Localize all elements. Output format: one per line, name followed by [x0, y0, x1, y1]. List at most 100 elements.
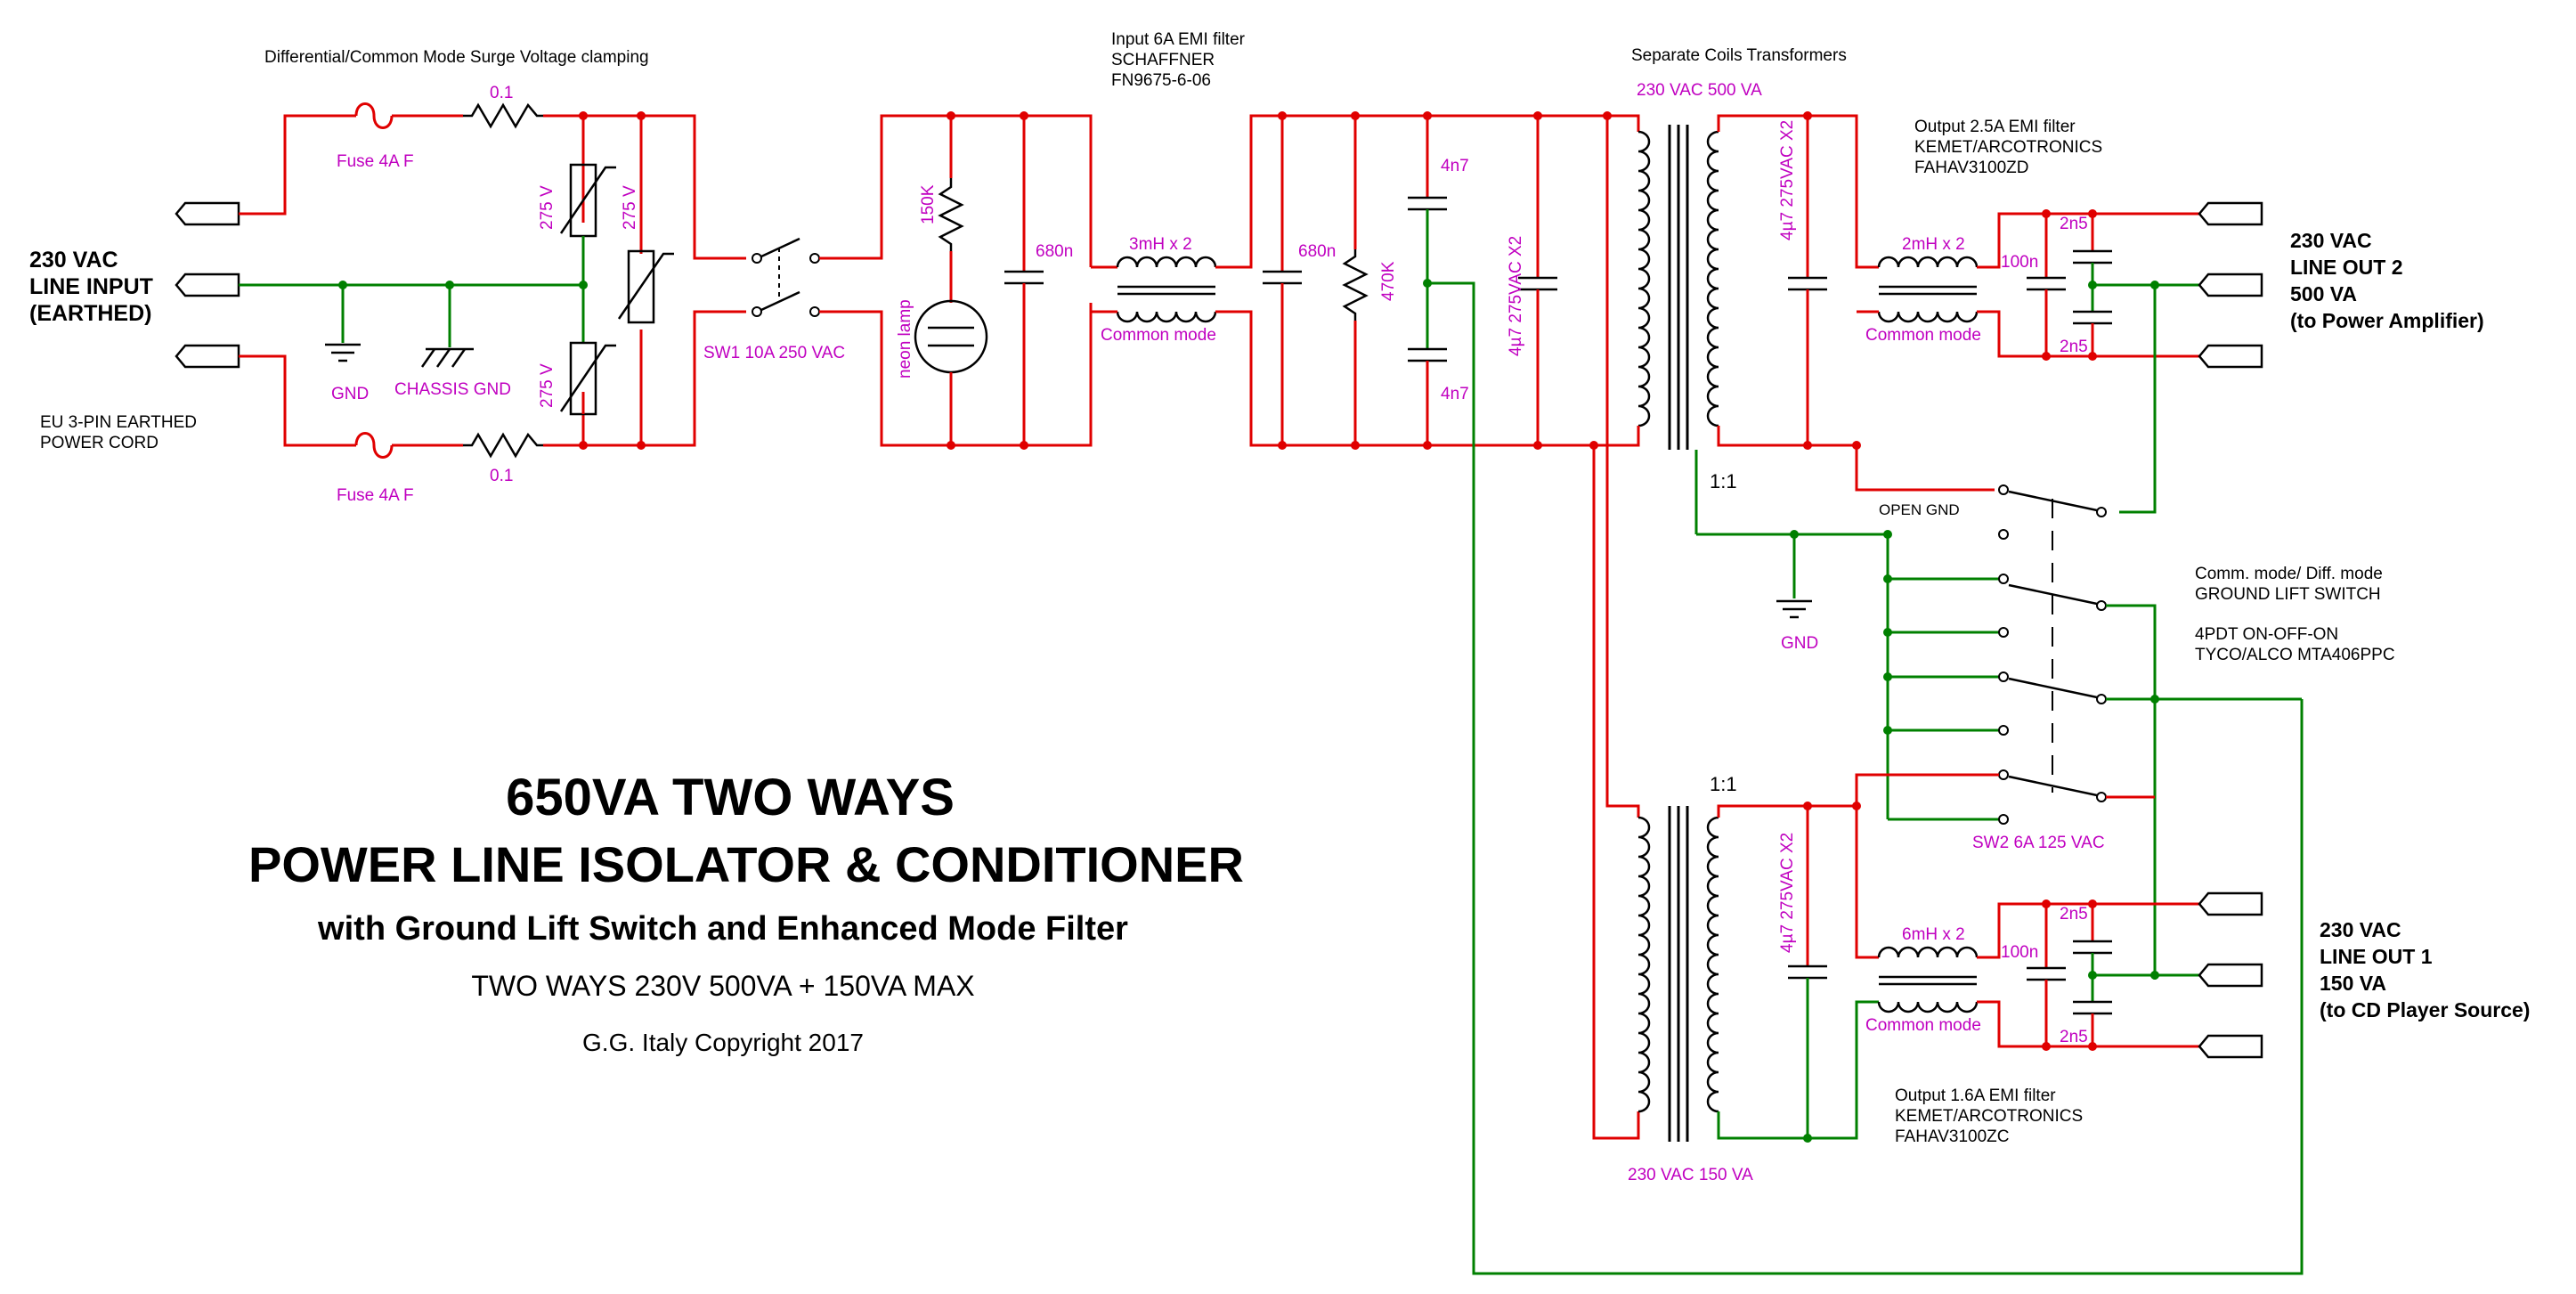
cap100n-out1-label: 100n: [2001, 943, 2038, 962]
cap2n5-out2-bottom: 2n5: [2060, 338, 2088, 356]
emi-in-1: Input 6A EMI filter: [1111, 30, 1246, 49]
mov-differential: [617, 245, 674, 324]
resistor-top-label: 0.1: [490, 84, 513, 102]
cap-4n7-pair: [1408, 116, 2304, 1275]
mov1-label: 275 V: [538, 185, 557, 230]
resistor-bottom-label: 0.1: [490, 467, 513, 485]
choke-out2-label: 2mH x 2: [1902, 235, 1965, 254]
out2-title-2: LINE OUT 2: [2290, 256, 2403, 279]
output-2-choke: [1857, 212, 2199, 358]
mov-bottom: [559, 285, 616, 416]
title-line-4: TWO WAYS 230V 500VA + 150VA MAX: [471, 970, 974, 1002]
surge-title: Differential/Common Mode Surge Voltage c…: [264, 48, 649, 67]
resistor-top: [463, 102, 543, 129]
sw2-label: SW2 6A 125 VAC: [1972, 834, 2105, 852]
resistor-470k: [1342, 116, 1369, 445]
fuse-bottom: [354, 432, 394, 459]
out1-title-2: LINE OUT 1: [2320, 945, 2433, 968]
input-title-1: 230 VAC: [29, 248, 118, 273]
mov-top: [559, 163, 616, 285]
cap-4u7-t1: [1788, 111, 1861, 450]
out2-title-1: 230 VAC: [2290, 229, 2372, 252]
main-title: 650VA TWO WAYS POWER LINE ISOLATOR & CON…: [248, 769, 1244, 1056]
common-mode-out1: Common mode: [1865, 1016, 1981, 1035]
filter-junctions: [1278, 111, 1612, 450]
ratio1-label: 1:1: [1710, 470, 1737, 492]
gl-label-2: GROUND LIFT SWITCH: [2195, 585, 2381, 604]
emi-in-3: FN9675-6-06: [1111, 71, 1211, 90]
out1-title-1: 230 VAC: [2320, 918, 2401, 941]
choke-in-label: 3mH x 2: [1129, 235, 1192, 254]
fuse-top: [354, 102, 394, 129]
cap-4u7-input: [1518, 116, 1557, 445]
title-line-1: 650VA TWO WAYS: [506, 769, 955, 826]
mov3-label: 275 V: [538, 363, 557, 408]
sw1-switch: [752, 114, 1093, 447]
title-line-5: G.G. Italy Copyright 2017: [582, 1029, 864, 1056]
chassis-gnd-label: CHASSIS GND: [394, 380, 511, 399]
fuse-bottom-label: Fuse 4A F: [337, 486, 414, 505]
out1-emi-3: FAHAV3100ZC: [1895, 1127, 2009, 1146]
out1-title-4: (to CD Player Source): [2320, 998, 2530, 1021]
fuse-top-label: Fuse 4A F: [337, 152, 414, 171]
gnd-label-1: GND: [331, 385, 369, 403]
cap4n7-bottom-label: 4n7: [1441, 385, 1469, 403]
cap680n2-label: 680n: [1298, 242, 1336, 261]
output-1-choke: [1877, 902, 2199, 1048]
input-connectors: [175, 201, 240, 369]
gnd-symbol-input: [325, 343, 361, 362]
output-2-connectors: [2198, 201, 2263, 369]
sw2-switch: [1696, 484, 2302, 980]
gl-label-1: Comm. mode/ Diff. mode: [2195, 565, 2383, 583]
cap4u7-in-label: 4µ7 275VAC X2: [1507, 236, 1525, 356]
input-hot-wiring: [239, 114, 746, 447]
out2-title-4: (to Power Amplifier): [2290, 309, 2484, 332]
choke-out1-label: 6mH x 2: [1902, 925, 1965, 944]
gl-label-4: TYCO/ALCO MTA406PPC: [2195, 646, 2395, 664]
out1-title-3: 150 VA: [2320, 972, 2386, 995]
r470k-label: 470K: [1379, 261, 1398, 301]
output-1-connectors: [2198, 891, 2263, 1059]
neon-lamp-circuit: [914, 116, 988, 445]
gnd-label-2: GND: [1781, 634, 1818, 653]
gnd-symbol-sw2: [1776, 599, 1812, 619]
out1-emi-1: Output 1.6A EMI filter: [1895, 1086, 2056, 1105]
input-title-2: LINE INPUT: [29, 274, 153, 299]
neon-label: neon lamp: [896, 299, 914, 378]
r150k-label: 150K: [919, 184, 938, 224]
out2-emi-3: FAHAV3100ZD: [1914, 159, 2028, 177]
output-2-caps: [2027, 209, 2199, 514]
resistor-bottom: [463, 432, 543, 459]
transformer-2: [1592, 116, 1879, 1143]
common-mode-in: Common mode: [1101, 326, 1216, 345]
cap100n-out2-label: 100n: [2001, 253, 2038, 272]
t2-rating: 230 VAC 150 VA: [1628, 1166, 1753, 1184]
ratio2-label: 1:1: [1710, 773, 1737, 795]
cap2n5-out2-top: 2n5: [2060, 215, 2088, 233]
input-choke: [1089, 114, 1607, 447]
output-1-caps: [2027, 899, 2199, 1051]
t2-cap-label: 4µ7 275VAC X2: [1778, 833, 1797, 953]
sw1-junctions: [947, 111, 1028, 450]
t1-rating: 230 VAC 500 VA: [1637, 81, 1762, 100]
cap-4u7-t2: [1788, 806, 1827, 1138]
cord-label-2: POWER CORD: [40, 434, 158, 452]
out2-emi-1: Output 2.5A EMI filter: [1914, 118, 2076, 136]
cap-680n-1: [1004, 116, 1044, 445]
out2-title-3: 500 VA: [2290, 282, 2357, 305]
out2-emi-2: KEMET/ARCOTRONICS: [1914, 138, 2102, 157]
emi-in-2: SCHAFFNER: [1111, 51, 1215, 69]
mov2-label: 275 V: [621, 185, 639, 230]
transformer-1: [1607, 114, 1995, 534]
cord-label-1: EU 3-PIN EARTHED: [40, 413, 197, 432]
cap2n5-out1-bottom: 2n5: [2060, 1028, 2088, 1046]
cap-680n-2: [1263, 116, 1302, 445]
cap680n1-label: 680n: [1036, 242, 1073, 261]
cap4n7-top-label: 4n7: [1441, 157, 1469, 175]
transformers-title: Separate Coils Transformers: [1631, 46, 1847, 65]
sw1-label: SW1 10A 250 VAC: [703, 344, 845, 362]
out1-emi-2: KEMET/ARCOTRONICS: [1895, 1107, 2083, 1126]
gl-label-3: 4PDT ON-OFF-ON: [2195, 625, 2338, 644]
title-line-2: POWER LINE ISOLATOR & CONDITIONER: [248, 836, 1244, 892]
